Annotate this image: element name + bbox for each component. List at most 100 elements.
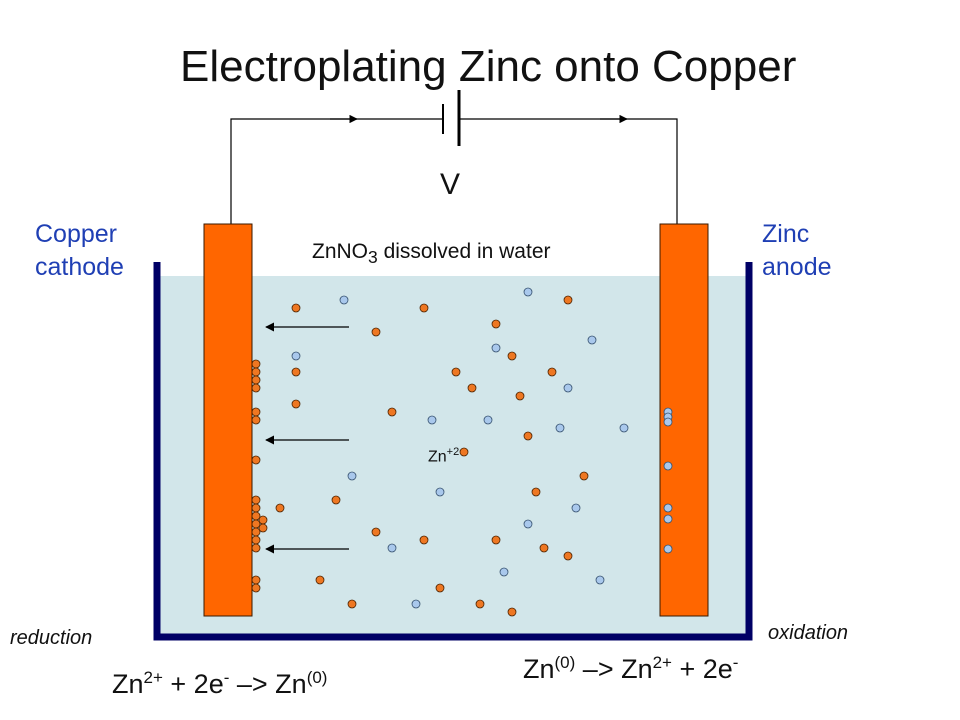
zinc-ion-label: Zn+2: [428, 446, 459, 466]
electron-particle: [563, 383, 573, 393]
zinc-ion-particle: [258, 515, 268, 525]
zinc-ion-particle: [435, 583, 445, 593]
eq-red-charge-a: 2+: [143, 668, 163, 687]
eq-ox-charge-b: 2+: [652, 653, 672, 672]
zinc-ion-particle: [251, 503, 261, 513]
zinc-ion-particle: [539, 543, 549, 553]
solution-label-prefix: ZnNO: [312, 240, 369, 263]
electron-particle: [499, 567, 509, 577]
zinc-ion-particle: [251, 535, 261, 545]
zinc-ion-particle: [515, 391, 525, 401]
eq-ox-charge-c: -: [732, 653, 739, 672]
electron-particle: [663, 514, 673, 524]
eq-ox-term-a: Zn: [523, 654, 555, 684]
electron-particle: [339, 295, 349, 305]
anode-label: Zinc anode: [762, 218, 832, 284]
zinc-ion-charge: +2: [446, 446, 460, 458]
eq-red-charge-b: -: [223, 668, 230, 687]
electron-particle: [347, 471, 357, 481]
zinc-ion-particle: [258, 523, 268, 533]
electron-particle: [663, 461, 673, 471]
oxidation-label: oxidation: [768, 622, 849, 644]
zinc-ion-particle: [563, 295, 573, 305]
zinc-ion-particle: [579, 471, 589, 481]
zinc-ion-symbol: Zn: [428, 448, 447, 466]
electron-particle: [595, 575, 605, 585]
oxidation-equation: Zn(0) –> Zn2+ + 2e-: [523, 653, 738, 685]
eq-red-charge-c: (0): [306, 668, 328, 687]
eq-red-term-b: + 2e: [162, 669, 224, 699]
zinc-ion-particle: [291, 303, 301, 313]
electron-particle: [587, 335, 597, 345]
wire-left: [230, 118, 443, 224]
zinc-ion-particle: [491, 535, 501, 545]
wire-right: [459, 118, 678, 224]
zinc-ion-particle: [563, 551, 573, 561]
zinc-ion-particle: [251, 495, 261, 505]
zinc-ion-particle: [251, 407, 261, 417]
zinc-ion-particle: [467, 383, 477, 393]
zinc-ion-particle: [451, 367, 461, 377]
zinc-ion-particle: [251, 455, 261, 465]
solution-label: ZnNO3 dissolved in water: [312, 240, 551, 268]
anode-label-line2: anode: [762, 253, 832, 281]
zinc-ion-particle: [547, 367, 557, 377]
eq-red-term-a: Zn: [112, 669, 144, 699]
zinc-ion-particle: [475, 599, 485, 609]
zinc-ion-particle: [371, 327, 381, 337]
electron-particle: [523, 287, 533, 297]
electron-particle: [387, 543, 397, 553]
voltage-label: V: [440, 168, 461, 201]
zinc-ion-particle: [251, 415, 261, 425]
zinc-ion-particle: [275, 503, 285, 513]
anode-label-line1: Zinc: [762, 220, 810, 248]
zinc-ion-particle: [291, 399, 301, 409]
zinc-ion-particle: [331, 495, 341, 505]
zinc-ion-particle: [251, 543, 261, 553]
cathode-label-line2: cathode: [35, 253, 124, 281]
electron-particle: [411, 599, 421, 609]
cathode-label-line1: Copper: [35, 220, 117, 248]
electron-particle: [523, 519, 533, 529]
diagram-title: Electroplating Zinc onto Copper: [180, 42, 797, 91]
electron-particle: [663, 544, 673, 554]
electron-particle: [427, 415, 437, 425]
zinc-ion-particle: [371, 527, 381, 537]
eq-ox-arrow: –> Zn: [575, 654, 653, 684]
zinc-ion-particle: [315, 575, 325, 585]
zinc-ion-particle: [523, 431, 533, 441]
zinc-ion-particle: [251, 383, 261, 393]
reduction-label: reduction: [10, 627, 93, 649]
zinc-ion-particle: [251, 367, 261, 377]
zinc-ion-particle: [491, 319, 501, 329]
electron-particle: [663, 503, 673, 513]
zinc-ion-particle: [251, 359, 261, 369]
electron-particle: [663, 417, 673, 427]
electron-particle: [435, 487, 445, 497]
copper-cathode-electrode: [203, 223, 253, 617]
zinc-ion-particle: [419, 535, 429, 545]
tank-outline: [153, 262, 753, 641]
eq-red-arrow: –> Zn: [229, 669, 307, 699]
zinc-ion-particle: [531, 487, 541, 497]
zinc-ion-particle: [291, 367, 301, 377]
electron-particle: [483, 415, 493, 425]
particles: [251, 287, 673, 617]
zinc-ion-particle: [251, 583, 261, 593]
electron-particle: [491, 343, 501, 353]
reduction-equation: Zn2+ + 2e- –> Zn(0): [112, 668, 327, 700]
zinc-ion-particle: [347, 599, 357, 609]
zinc-ion-particle: [251, 575, 261, 585]
zinc-ion-particle: [251, 375, 261, 385]
zinc-ion-particle: [507, 351, 517, 361]
solution-label-subscript: 3: [368, 247, 378, 268]
zinc-ion-particle: [459, 447, 469, 457]
zinc-ion-particle: [507, 607, 517, 617]
solution-label-suffix: dissolved in water: [377, 240, 551, 263]
electron-particle: [555, 423, 565, 433]
electron-particle: [571, 503, 581, 513]
eq-ox-charge-a: (0): [554, 653, 576, 672]
zinc-ion-particle: [419, 303, 429, 313]
